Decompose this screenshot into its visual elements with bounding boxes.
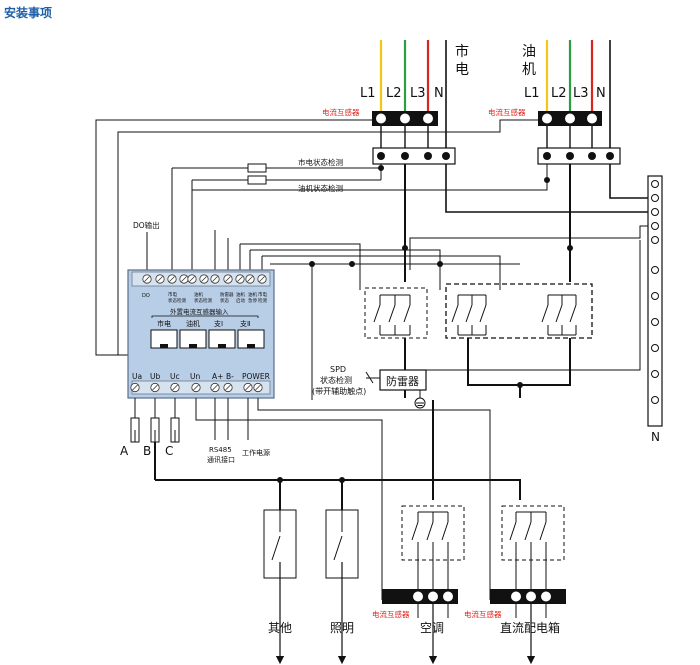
ct-input-block: 外置电流互感器输入 市电 油机 支Ⅰ 支Ⅱ <box>150 307 265 349</box>
spd-detect-label: 状态检测 <box>320 375 352 385</box>
load-ac: 电流互感器 空调 <box>372 505 465 665</box>
genset-source: 油 机 L1 L2 L3 N 电流互感器 <box>488 40 621 165</box>
genset-label-2: 机 <box>522 62 536 78</box>
load-lighting: 照明 <box>325 509 359 665</box>
mains-phase-l1: L1 <box>360 86 376 101</box>
comm-port-label: 通讯接口 <box>207 455 235 464</box>
ct-group-title: 外置电流互感器输入 <box>170 307 229 316</box>
tterm-check: 市电检测 <box>258 291 267 304</box>
mains-detect-label: 市电状态检测 <box>298 157 343 167</box>
rs485-label: RS485 <box>209 446 232 454</box>
device-bottom-wiring <box>130 398 491 600</box>
mains-phase-l3: L3 <box>410 86 426 101</box>
genset-label-1: 油 <box>522 44 536 60</box>
spd-contact-label: (带开辅助触点) <box>312 386 366 396</box>
mains-phase-n: N <box>434 86 444 101</box>
ct-input-branch2: 支Ⅱ <box>240 319 250 328</box>
genset-phase-l2: L2 <box>551 86 567 101</box>
tterm-genset: 油机状态检测 <box>194 291 212 304</box>
n-bar-label: N <box>651 430 660 444</box>
ct-label-mains: 电流互感器 <box>322 107 360 117</box>
bterm-un: Un <box>190 372 200 381</box>
mains-source: 市 电 L1 L2 L3 N 电流互感器 <box>322 40 469 165</box>
transfer-breaker <box>445 283 593 339</box>
tterm-stop: 油机急停 <box>248 291 257 304</box>
tterm-do: DO <box>142 293 150 299</box>
load-other: 其他 <box>263 509 297 665</box>
arrester-label: 防雷器 <box>386 374 419 388</box>
genset-phase-n: N <box>596 86 606 101</box>
ct-input-mains: 市电 <box>157 319 171 328</box>
controller-device: 外置电流互感器输入 市电 油机 支Ⅰ 支Ⅱ Ua Ub Uc Un A+ B- … <box>127 269 275 399</box>
ct-label-genset: 电流互感器 <box>488 107 526 117</box>
tterm-spd: 防雷器状态 <box>220 291 234 304</box>
phase-input-a: A <box>120 444 129 458</box>
do-output-label: DO输出 <box>133 220 160 230</box>
ct-label-dc: 电流互感器 <box>464 609 502 619</box>
load-label-ac: 空调 <box>420 621 444 635</box>
load-dc-box: 电流互感器 直流配电箱 <box>464 505 566 665</box>
mains-breaker <box>364 287 428 339</box>
bterm-power: POWER <box>242 372 270 381</box>
device-term-labels: DO 市电状态检测 油机状态检测 防雷器状态 油机启动 油机急停 市电检测 <box>142 291 267 304</box>
ct-label-ac: 电流互感器 <box>372 609 410 619</box>
bterm-a: A+ <box>212 372 223 381</box>
bterm-b: B- <box>226 372 234 381</box>
load-label-other: 其他 <box>268 621 292 635</box>
bterm-ub: Ub <box>150 372 160 381</box>
page-title: 安装事项 <box>4 6 53 20</box>
phase-input-c: C <box>165 444 173 458</box>
sense-wiring <box>95 119 548 356</box>
tterm-mains: 市电状态检测 <box>168 291 186 304</box>
tterm-start: 油机启动 <box>236 291 245 304</box>
spd-label: SPD <box>330 365 346 374</box>
mains-label-1: 市 <box>455 43 469 60</box>
ct-input-branch1: 支Ⅰ <box>214 319 223 328</box>
genset-detect-label: 油机状态检测 <box>298 183 343 193</box>
spd-group: 防雷器 SPD 状态检测 (带开辅助触点) <box>312 365 427 409</box>
ct-input-genset: 油机 <box>186 319 200 328</box>
mains-phase-l2: L2 <box>386 86 402 101</box>
work-power-label: 工作电源 <box>242 448 270 457</box>
genset-phase-l3: L3 <box>573 86 589 101</box>
neutral-bar: N <box>409 164 663 444</box>
bterm-ua: Ua <box>132 372 142 381</box>
load-label-lighting: 照明 <box>330 621 354 635</box>
bterm-uc: Uc <box>170 372 180 381</box>
phase-input-b: B <box>143 444 151 458</box>
load-label-dc: 直流配电箱 <box>500 620 560 635</box>
main-bus <box>155 164 571 510</box>
genset-phase-l1: L1 <box>524 86 540 101</box>
mains-label-2: 电 <box>455 62 469 78</box>
